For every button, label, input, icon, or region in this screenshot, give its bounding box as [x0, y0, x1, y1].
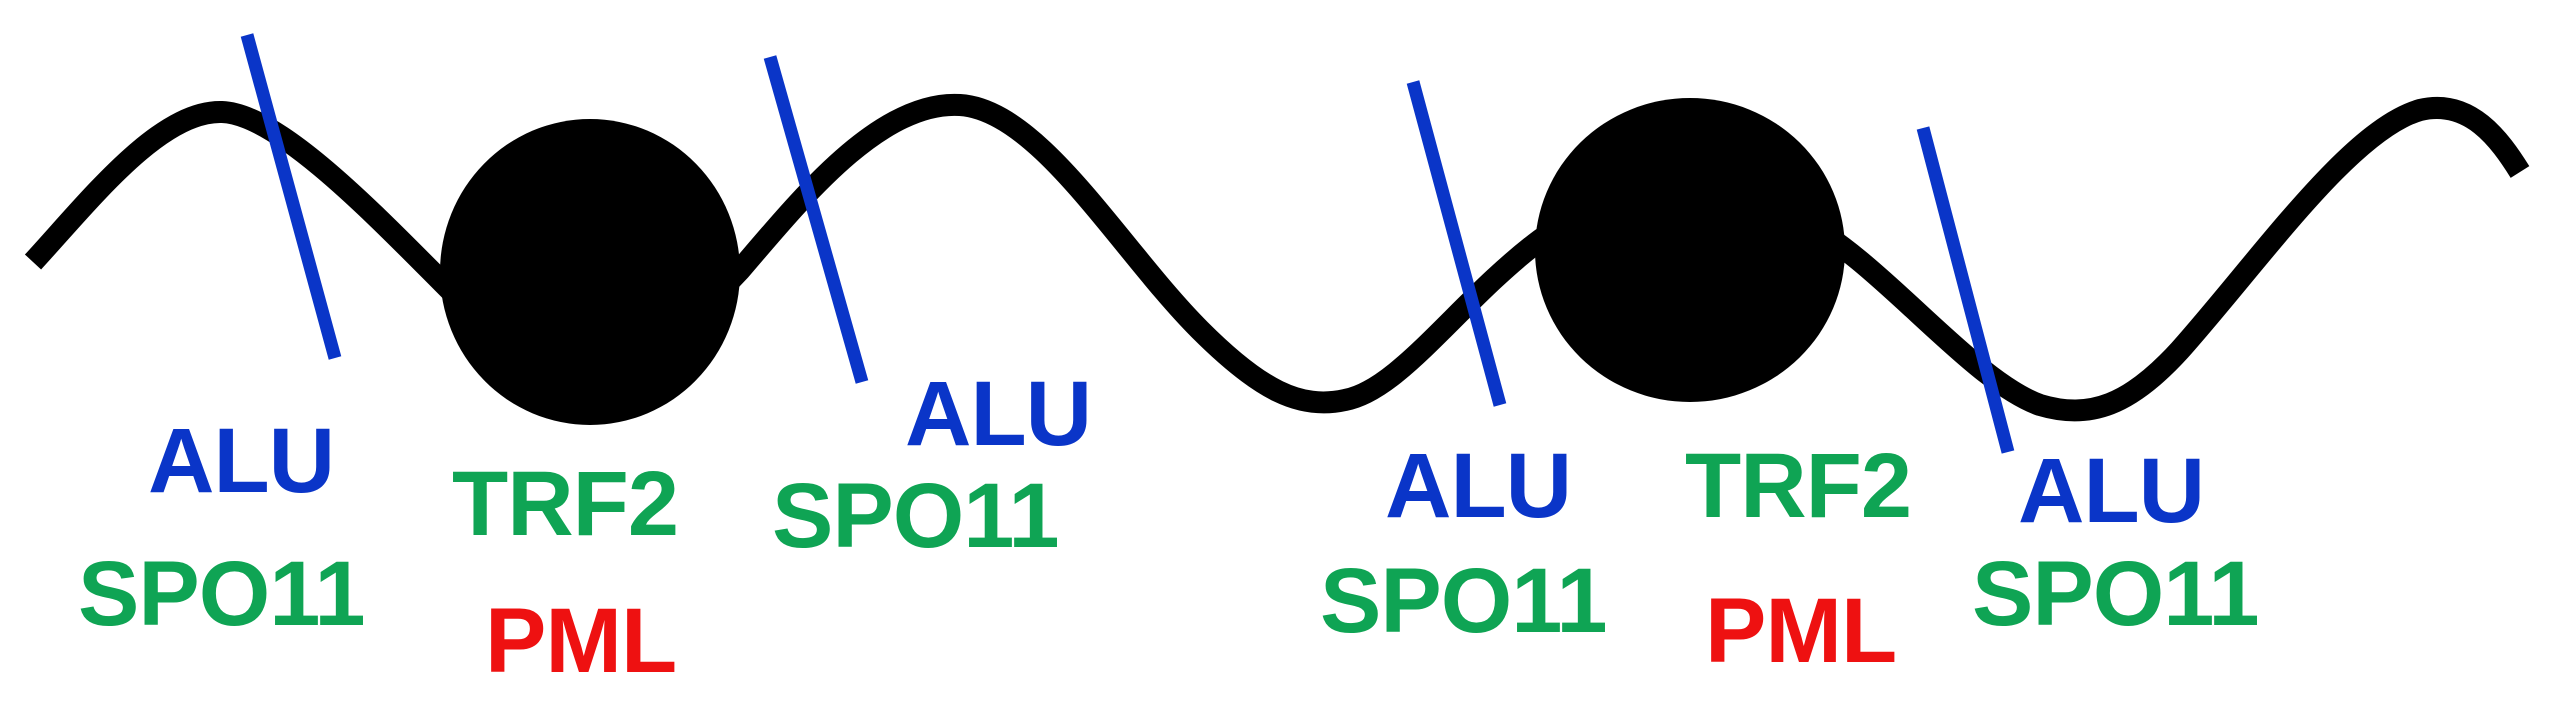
- alu-marker-3: [1406, 80, 1507, 407]
- spo11-label-2: SPO11: [772, 465, 1060, 567]
- dna-strand: [24, 93, 2530, 422]
- alu-label-4: ALU: [2018, 440, 2205, 542]
- alu-label-2: ALU: [905, 363, 1092, 465]
- alu-marker-2: [763, 55, 869, 384]
- pml-label-2: PML: [1705, 580, 1897, 682]
- trf2-label-2: TRF2: [1685, 435, 1912, 537]
- spo11-label-4: SPO11: [1972, 543, 2260, 645]
- trf2-label-1: TRF2: [452, 453, 679, 555]
- alu-marker-1: [240, 33, 342, 360]
- alu-label-3: ALU: [1385, 435, 1572, 537]
- spo11-label-3: SPO11: [1320, 550, 1608, 652]
- spo11-label-1: SPO11: [78, 543, 366, 645]
- nucleosome-2: [1535, 98, 1845, 402]
- alu-marker-4: [1916, 126, 2015, 454]
- nucleosome-1: [440, 119, 740, 425]
- pml-label-1: PML: [485, 590, 677, 692]
- alu-label-1: ALU: [148, 410, 335, 512]
